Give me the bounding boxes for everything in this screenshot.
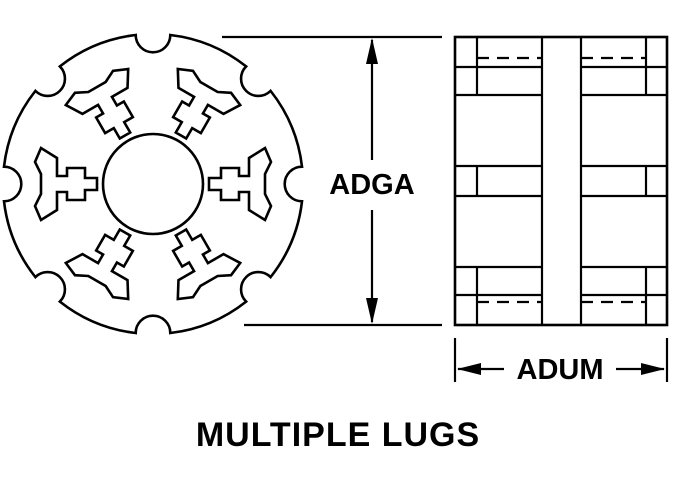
lug-3 [171,227,243,301]
lug-4 [63,227,135,301]
arrowhead-up [366,38,378,64]
side-view [453,35,669,327]
side-outline [453,35,669,327]
caption: MULTIPLE LUGS [196,416,480,454]
arrowhead-right [641,363,665,375]
adum-dimension: ADUM [453,338,669,386]
adga-label: ADGA [329,169,414,201]
lug-6 [63,67,135,141]
lug-1 [171,67,243,141]
notched-rim-outline [2,33,304,335]
lug-5 [33,146,99,222]
adga-dimension: ADGA [222,35,442,327]
arrowhead-down [366,298,378,324]
lug-group [33,67,273,301]
lug-2 [207,146,273,222]
arrowhead-left [457,363,481,375]
front-view [2,33,304,335]
bore-circle [101,132,205,236]
adum-label: ADUM [517,354,604,386]
